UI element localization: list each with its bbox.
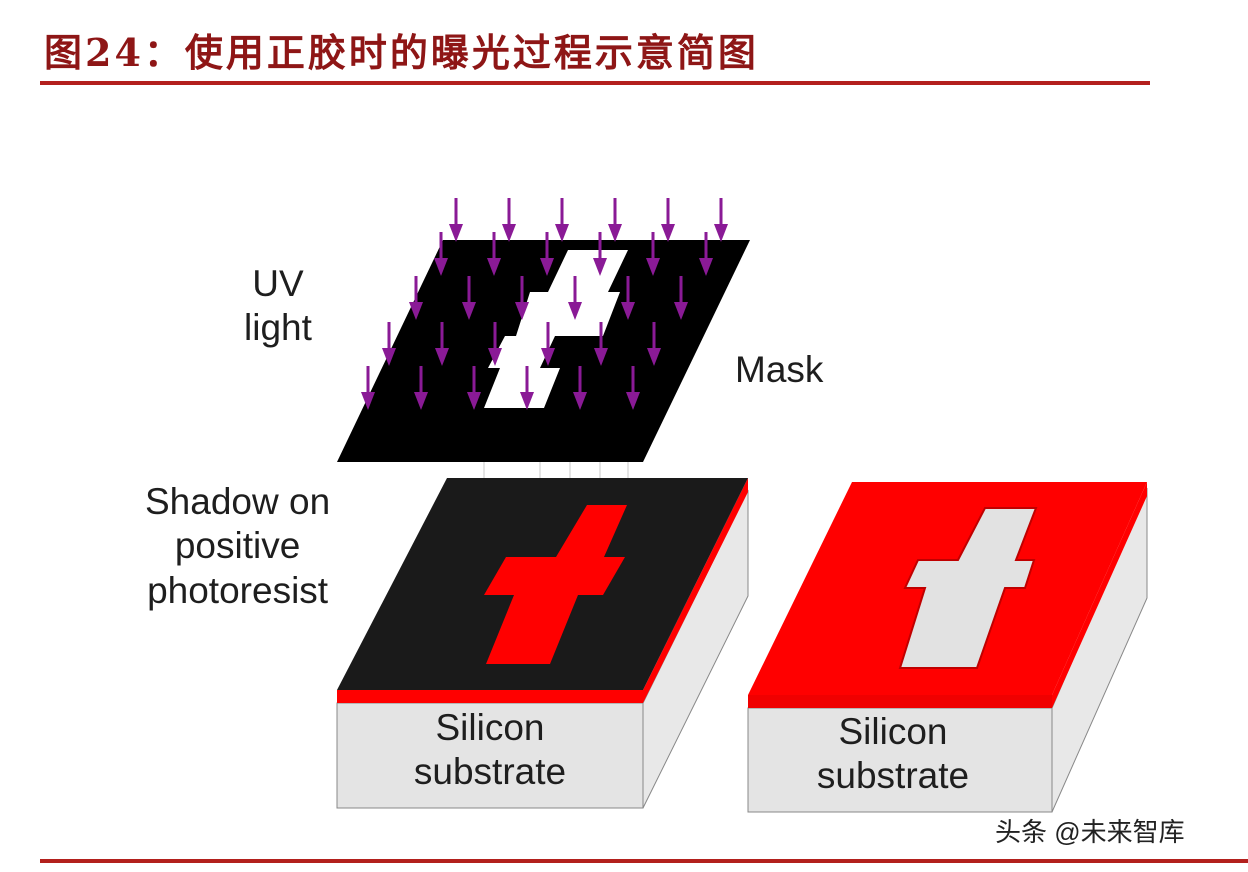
mask-cross-window <box>484 250 628 408</box>
shadow-line-2: positive <box>174 525 301 567</box>
mask-label: Mask <box>735 349 824 390</box>
title-rule <box>40 81 1150 85</box>
substrate-label-left: Silicon substrate <box>337 706 643 795</box>
resist-edge-front <box>337 690 643 703</box>
watermark: 头条 @未来智库 <box>995 817 1185 847</box>
uv-light-line-2: light <box>244 307 312 349</box>
developed-wafer-block <box>747 482 1148 813</box>
shadow-line-3: photoresist <box>147 569 329 611</box>
substrate-right-line-1: Silicon <box>838 711 948 752</box>
uv-light-label: UV light <box>244 262 312 351</box>
unexposed-cross <box>484 505 627 664</box>
substrate-left-line-1: Silicon <box>435 707 545 748</box>
substrate-front <box>747 707 1053 813</box>
resist-edge-right <box>1052 482 1147 708</box>
figure-title: 图24：使用正胶时的曝光过程示意简图 <box>44 30 759 75</box>
uv-light-line-1: UV <box>252 263 304 304</box>
developed-cross-opening <box>898 507 1038 669</box>
resist-edge-front <box>748 695 1052 708</box>
substrate-label-right: Silicon substrate <box>748 710 1038 799</box>
substrate-right-line-2: substrate <box>816 755 970 797</box>
shadow-line-1: Shadow on <box>145 481 331 522</box>
resist-edge-right <box>643 478 748 703</box>
substrate-left-line-2: substrate <box>413 751 567 793</box>
exposed-wafer-block <box>336 478 749 809</box>
footer-rule <box>40 859 1248 863</box>
substrate-front <box>336 702 644 809</box>
mask-plate <box>337 240 750 478</box>
shadow-label: Shadow on positive photoresist <box>145 480 330 613</box>
